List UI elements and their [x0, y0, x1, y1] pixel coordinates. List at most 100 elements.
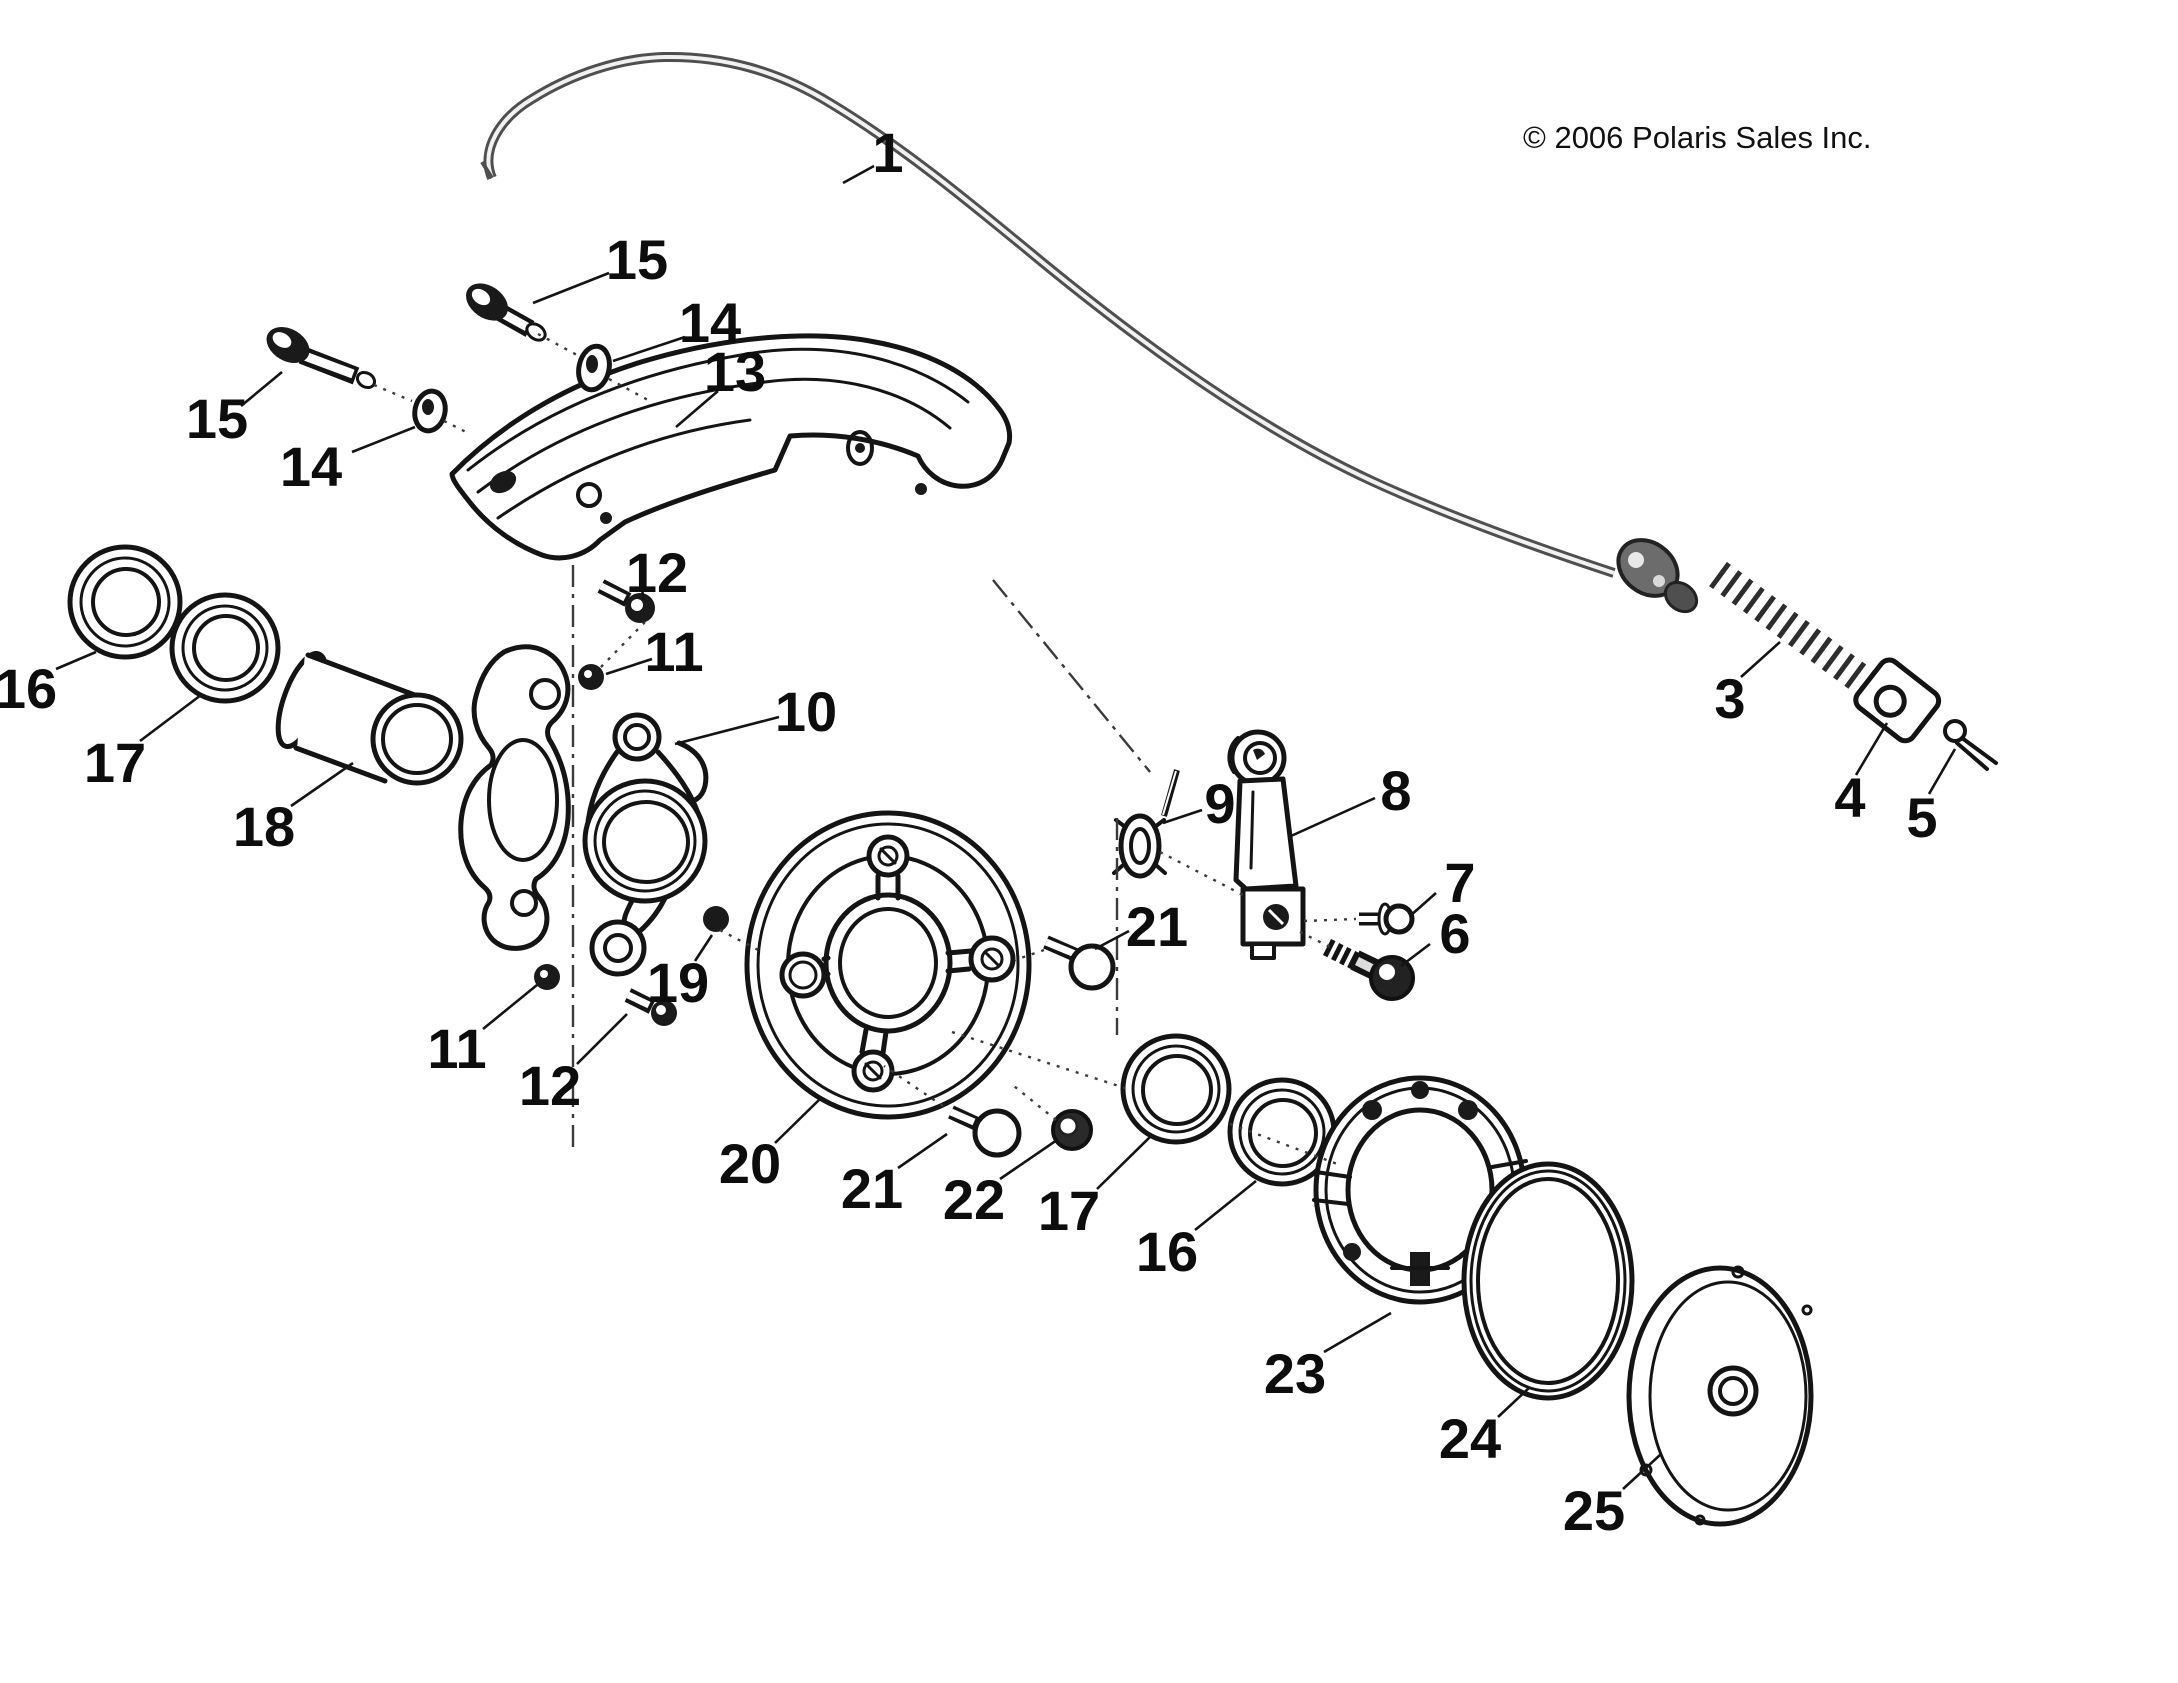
leader-line-1	[842, 164, 875, 185]
leader-line-21	[897, 1132, 948, 1170]
leader-line-15	[532, 271, 610, 305]
callout-5: 5	[1906, 786, 1937, 849]
callout-11: 11	[644, 620, 703, 683]
callout-23: 23	[1264, 1342, 1326, 1405]
leader-line-23	[1323, 1311, 1392, 1354]
guard-washer-left	[412, 388, 448, 434]
drum-cover	[1626, 1265, 1814, 1527]
leader-line-12	[576, 1013, 628, 1065]
hub-nut	[1051, 1109, 1093, 1151]
lock-washer	[1112, 769, 1180, 879]
gasket-hole-bottom	[510, 889, 538, 917]
callout-15: 15	[606, 228, 668, 291]
callout-3: 3	[1714, 667, 1745, 730]
callout-14: 14	[679, 291, 741, 354]
hub-bolt-bottom	[948, 1105, 1022, 1158]
callout-21: 21	[841, 1157, 903, 1220]
callout-21: 21	[1126, 895, 1188, 958]
callout-8: 8	[1380, 759, 1411, 822]
callout-19: 19	[647, 951, 709, 1014]
leader-line-8	[1290, 796, 1376, 838]
bracket-ear-bottom	[589, 919, 647, 977]
cable-end-tip	[480, 160, 494, 180]
callout-16: 16	[1136, 1220, 1198, 1283]
bracket-ear-top	[612, 712, 662, 762]
leader-line-7	[1409, 892, 1437, 917]
gasket-center-opening	[487, 738, 559, 862]
leader-line-20	[774, 1097, 822, 1144]
leader-line-15	[240, 370, 283, 408]
callout-14: 14	[280, 435, 342, 498]
leader-line-5	[1927, 748, 1957, 795]
guard-mount-hole	[576, 482, 602, 508]
callout-6: 6	[1439, 902, 1470, 965]
caliper-gasket-plate	[458, 644, 571, 951]
leader-line-24	[1497, 1386, 1531, 1418]
leader-line-19	[693, 934, 714, 962]
brake-cable	[480, 51, 1699, 614]
callout-17: 17	[1038, 1179, 1100, 1242]
cover-rim-hole	[1694, 1514, 1706, 1526]
leader-line-12	[639, 584, 646, 601]
brake-lever	[1227, 729, 1306, 960]
leader-line-16	[55, 650, 97, 671]
cotter-pin	[1943, 719, 1998, 771]
alignment-lines	[373, 332, 1357, 1167]
guard-bolt-top	[466, 283, 547, 342]
guard-washer-top	[576, 343, 612, 393]
callout-7: 7	[1444, 851, 1475, 914]
callout-18: 18	[233, 795, 295, 858]
leader-line-13	[675, 390, 719, 428]
copyright-notice: © 2006 Polaris Sales Inc.	[1523, 120, 1872, 155]
callout-4: 4	[1834, 766, 1865, 829]
callout-12: 12	[626, 541, 688, 604]
callout-15: 15	[186, 387, 248, 450]
callout-13: 13	[704, 340, 766, 403]
leader-line-25	[1622, 1454, 1661, 1490]
seal-17-left	[169, 592, 281, 704]
seal-17-bottom	[1120, 1033, 1232, 1145]
callout-12: 12	[519, 1054, 581, 1117]
leader-line-11	[605, 657, 653, 676]
leader-line-17	[1096, 1135, 1152, 1190]
drum-seal-ring	[1461, 1161, 1635, 1401]
caliper-bracket	[582, 712, 709, 977]
callout-20: 20	[719, 1132, 781, 1195]
leader-line-22	[999, 1138, 1058, 1181]
callout-24: 24	[1439, 1407, 1501, 1470]
leader-line-11	[482, 983, 538, 1031]
bracket-bolt-top	[597, 579, 655, 623]
cover-rim-hole	[1639, 1463, 1653, 1477]
seal-16-left	[67, 544, 183, 660]
cable-spring	[1709, 561, 1879, 699]
bracket-bolt-bottom	[624, 988, 677, 1026]
bracket-nut-top	[578, 664, 604, 690]
callout-9: 9	[1204, 772, 1235, 835]
leader-line-21	[1094, 929, 1130, 951]
cover-rim-hole	[1801, 1304, 1813, 1316]
leader-line-9	[1162, 808, 1203, 825]
brake-hub	[744, 810, 1032, 1120]
callout-10: 10	[775, 680, 837, 743]
leader-line-10	[674, 715, 780, 746]
hub-bolt-right	[1043, 935, 1116, 991]
cable-trunnion	[1853, 657, 1942, 744]
callout-16: 16	[0, 657, 57, 720]
leader-line-6	[1400, 942, 1431, 968]
clevis-pin	[1322, 938, 1415, 1001]
cable-end-fitting	[1616, 538, 1699, 614]
leader-line-18	[290, 761, 354, 808]
leader-line-14	[612, 335, 686, 363]
guard-tab-hole	[846, 430, 874, 466]
leader-line-3	[1740, 641, 1781, 678]
leader-line-14	[351, 425, 416, 454]
spacer-tube	[275, 651, 464, 786]
callout-1: 1	[872, 121, 903, 184]
leader-line-4	[1854, 722, 1889, 776]
gasket-hole-top	[529, 678, 561, 710]
guard-bolt-left	[266, 326, 377, 390]
leader-line-16	[1194, 1179, 1257, 1232]
